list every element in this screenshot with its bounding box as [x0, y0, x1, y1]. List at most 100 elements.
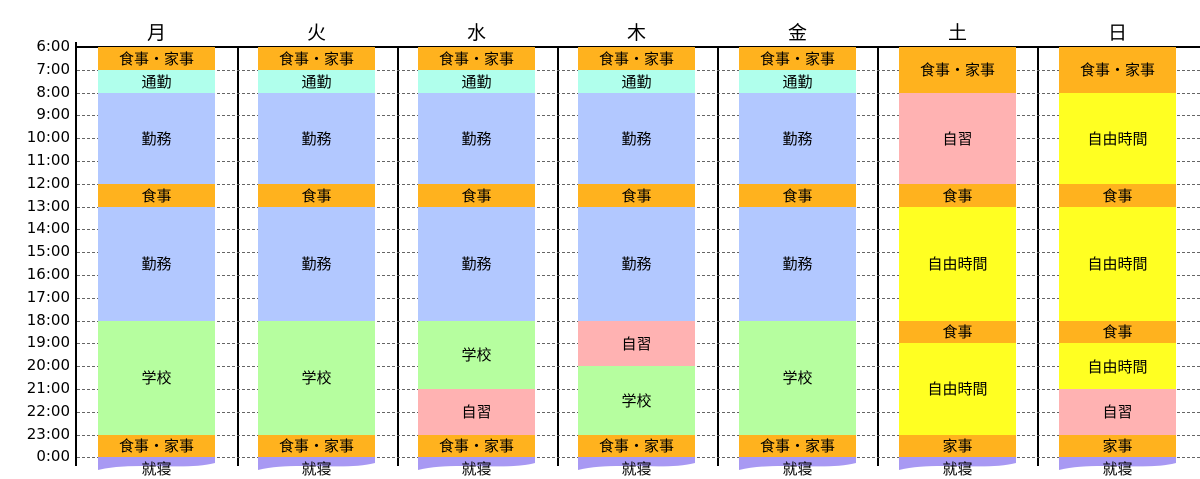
time-label: 6:00 [36, 37, 70, 55]
time-label: 8:00 [36, 82, 70, 101]
schedule-block [899, 434, 1016, 458]
block-label-text: 食事・家事 [919, 61, 995, 80]
schedule-block [98, 47, 215, 70]
block-label: 食事・家事 [98, 435, 215, 458]
schedule-block [418, 69, 535, 93]
block-label: 自習 [899, 93, 1016, 184]
schedule-block [418, 47, 535, 70]
block-label: 勤務 [578, 207, 695, 321]
block-label-text: 通勤 [621, 72, 652, 91]
block-label-text: 学校 [782, 369, 813, 388]
block-label-text: 食事・家事 [118, 437, 194, 456]
sleep-wave [258, 457, 375, 471]
schedule-block [578, 47, 695, 70]
schedule-block [418, 92, 535, 184]
schedule-block [418, 434, 535, 458]
block-label-text: 自習 [1102, 403, 1133, 422]
block-label: 通勤 [739, 70, 856, 93]
schedule-block [98, 183, 215, 207]
time-label: 7:00 [36, 59, 70, 78]
block-label: 勤務 [258, 207, 375, 321]
block-label: 自由時間 [1059, 93, 1176, 184]
day-header: 火 [306, 22, 326, 44]
block-label: 食事・家事 [899, 47, 1016, 93]
block-label-text: 食事・家事 [598, 49, 674, 68]
time-label: 10:00 [26, 128, 70, 147]
schedule-block [258, 434, 375, 458]
schedule-block [578, 434, 695, 458]
block-label: 勤務 [98, 93, 215, 184]
block-label: 就寝 [739, 457, 856, 479]
block-label-text: 自習 [461, 403, 492, 422]
time-label: 9:00 [36, 105, 70, 124]
block-label-text: 就寝 [141, 459, 172, 478]
day-header: 木 [626, 22, 646, 44]
block-label-text: 食事・家事 [118, 49, 194, 68]
time-label: 15:00 [26, 242, 70, 261]
block-label: 食事 [578, 184, 695, 207]
schedule-block [1059, 206, 1176, 321]
block-label: 通勤 [98, 70, 215, 93]
sleep-wave [739, 457, 856, 471]
block-label: 自由時間 [899, 343, 1016, 434]
block-label: 食事・家事 [578, 47, 695, 70]
block-label-text: 食事・家事 [598, 437, 674, 456]
time-label: 18:00 [26, 310, 70, 329]
block-label: 食事・家事 [1059, 47, 1176, 93]
block-label: 就寝 [578, 457, 695, 479]
block-label: 勤務 [258, 93, 375, 184]
schedule-block [258, 92, 375, 184]
block-label: 自習 [1059, 389, 1176, 435]
time-label: 19:00 [26, 333, 70, 352]
schedule-block [1059, 92, 1176, 184]
block-label-text: 自由時間 [1087, 255, 1148, 274]
block-label: 勤務 [739, 93, 856, 184]
block-label: 学校 [258, 321, 375, 435]
schedule-block [1059, 183, 1176, 207]
schedule-block [899, 183, 1016, 207]
time-label: 0:00 [36, 447, 70, 466]
schedule-block [418, 206, 535, 321]
schedule-block [98, 434, 215, 458]
schedule-block [578, 320, 695, 367]
schedule-block [258, 69, 375, 93]
column-separator [1037, 46, 1039, 466]
block-label-text: 就寝 [942, 459, 973, 478]
block-label: 食事・家事 [258, 435, 375, 458]
block-label-text: 自由時間 [1087, 129, 1148, 148]
block-label: 食事 [1059, 184, 1176, 207]
block-label: 食事 [418, 184, 535, 207]
block-label: 自由時間 [1059, 343, 1176, 389]
schedule-block [578, 92, 695, 184]
block-label: 学校 [418, 321, 535, 389]
block-label-text: 食事 [461, 186, 492, 205]
block-label: 勤務 [418, 93, 535, 184]
time-label: 17:00 [26, 287, 70, 306]
block-label-text: 勤務 [461, 129, 492, 148]
sleep-wave [1059, 457, 1176, 471]
block-label: 食事 [899, 184, 1016, 207]
block-label-text: 学校 [141, 369, 172, 388]
block-label: 食事 [899, 321, 1016, 344]
block-label: 食事・家事 [418, 435, 535, 458]
day-header: 日 [1107, 22, 1127, 44]
block-label-text: 就寝 [301, 459, 332, 478]
block-label: 食事・家事 [418, 47, 535, 70]
sleep-wave [578, 457, 695, 471]
schedule-block [899, 47, 1016, 93]
block-label: 勤務 [739, 207, 856, 321]
schedule-block [739, 47, 856, 70]
column-separator [237, 46, 239, 466]
block-label: 自由時間 [1059, 207, 1176, 321]
time-label: 16:00 [26, 265, 70, 283]
block-label-text: 家事 [942, 437, 973, 456]
schedule-block [739, 320, 856, 435]
block-label: 就寝 [1059, 457, 1176, 479]
block-label: 通勤 [578, 70, 695, 93]
block-label: 就寝 [258, 457, 375, 479]
schedule-block [578, 183, 695, 207]
schedule-block [98, 92, 215, 184]
column-separator [397, 46, 399, 466]
block-label-text: 食事 [1102, 323, 1133, 342]
